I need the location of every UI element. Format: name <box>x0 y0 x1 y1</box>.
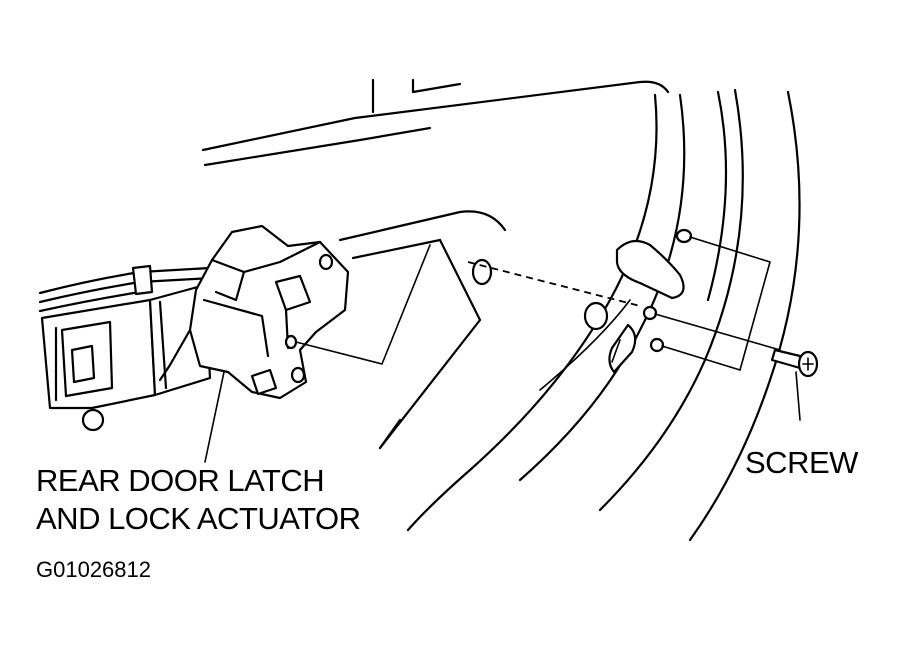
latch-label-line2: AND LOCK ACTUATOR <box>36 501 361 536</box>
screw-leader-lines <box>654 236 781 371</box>
actuator-leader-line <box>295 244 431 365</box>
door-mounting-holes <box>471 228 693 374</box>
latch-actuator-body <box>158 224 350 400</box>
figure-id: G01026812 <box>36 557 151 582</box>
latch-actuator-label: REAR DOOR LATCH AND LOCK ACTUATOR <box>36 462 361 538</box>
door-upper-frame <box>201 78 670 167</box>
connector-housing <box>40 283 212 432</box>
screw-label: SCREW <box>745 445 858 480</box>
door-inner-panel <box>338 210 507 450</box>
latch-label-line1: REAR DOOR LATCH <box>36 463 325 498</box>
alignment-dashed-line <box>467 261 641 307</box>
door-edge-curves <box>406 88 801 542</box>
label-leader-line <box>204 371 225 463</box>
actuator-cables <box>38 264 214 313</box>
screw-icon <box>770 348 819 421</box>
